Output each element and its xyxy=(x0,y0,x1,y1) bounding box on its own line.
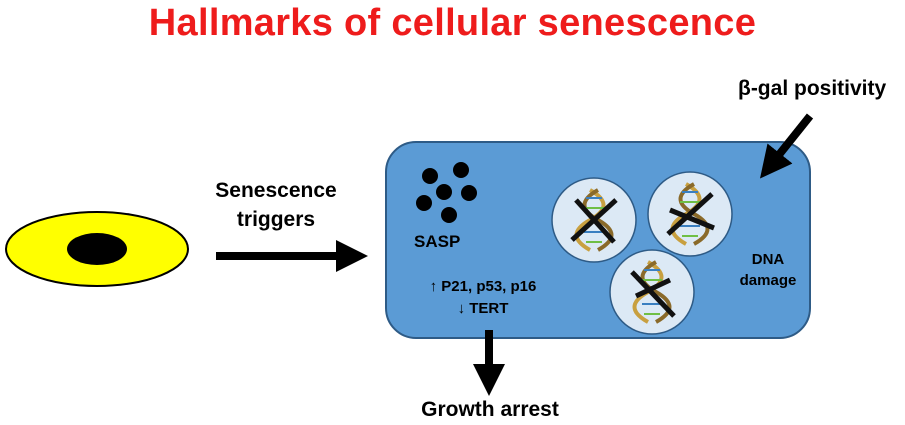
dna-line-1: DNA xyxy=(751,251,785,268)
growth-arrest-label: Growth arrest xyxy=(421,398,559,421)
dna-damage-label: DNA damage xyxy=(728,249,808,291)
senescence-triggers-label: Senescence triggers xyxy=(196,176,356,234)
diagram-title: Hallmarks of cellular senescence xyxy=(148,2,757,44)
markers-label: ↑ P21, p53, p16 ↓ TERT xyxy=(398,276,568,320)
sasp-particles xyxy=(416,162,477,223)
sasp-label: SASP xyxy=(414,232,461,251)
triggers-line-1: Senescence xyxy=(215,179,337,202)
beta-gal-arrow xyxy=(760,113,814,179)
triggers-line-2: triggers xyxy=(236,208,316,231)
down-markers: ↓ TERT xyxy=(457,300,509,317)
dna-line-2: damage xyxy=(739,272,797,289)
dna-nucleus-3 xyxy=(609,249,695,335)
beta-gal-label: β-gal positivity xyxy=(738,77,887,100)
dna-nucleus-2 xyxy=(647,171,733,257)
up-markers: ↑ P21, p53, p16 xyxy=(429,278,537,295)
normal-cell-nucleus xyxy=(67,233,127,265)
dna-nucleus-1 xyxy=(551,177,637,263)
normal-cell xyxy=(5,211,189,287)
